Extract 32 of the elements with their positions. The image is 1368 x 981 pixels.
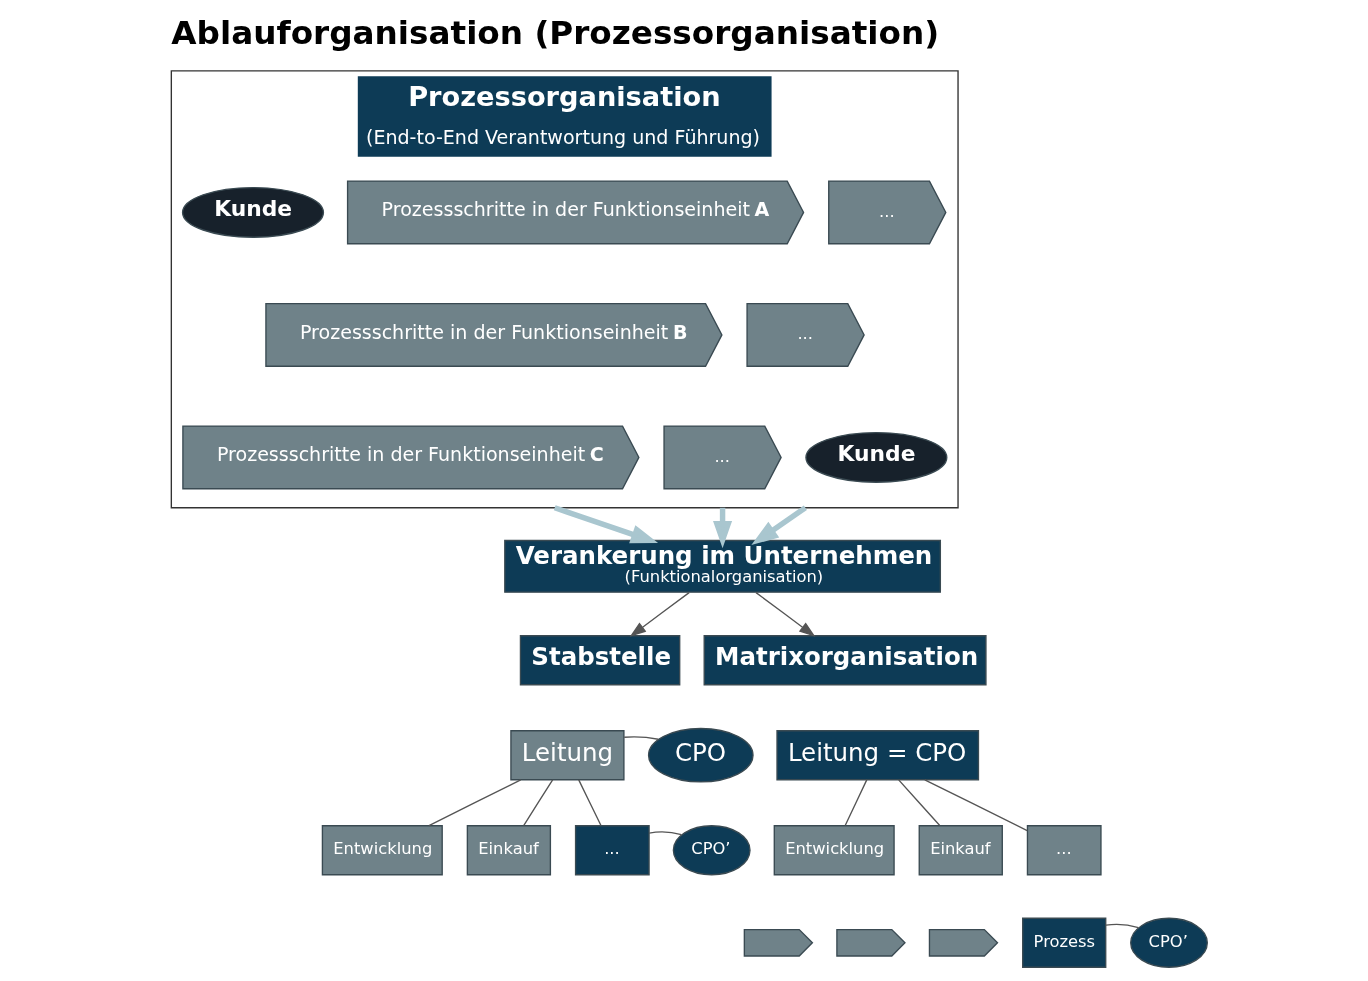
node-box: Matrixorganisation — [703, 635, 987, 686]
connector — [924, 779, 1028, 832]
node-ellipse: CPO — [647, 727, 754, 783]
connector — [623, 736, 659, 740]
node-ellipse: CPO’ — [1130, 917, 1208, 968]
node-box: ... — [1026, 825, 1102, 876]
connector — [523, 779, 554, 826]
node-ellipse: Kunde — [181, 186, 325, 238]
node-box: Einkauf — [918, 825, 1003, 876]
node-box: Verankerung im Unternehmen (Funktionalorganisation) — [504, 539, 942, 593]
node-box: Entwicklung — [773, 825, 895, 876]
node-box: Leitung — [510, 730, 625, 781]
node-box: Entwicklung — [321, 825, 443, 876]
connector — [428, 779, 522, 827]
node-chevron — [928, 928, 999, 957]
connector — [648, 831, 683, 836]
arrow — [755, 591, 816, 637]
diagram-title: Ablauforganisation (Prozessorganisation) — [171, 13, 940, 52]
connector — [578, 779, 602, 826]
node-box: Stabstelle — [519, 635, 681, 686]
arrow — [629, 591, 690, 637]
connector — [1105, 923, 1140, 929]
node-chevron — [836, 928, 906, 957]
node-ellipse: CPO’ — [672, 825, 751, 876]
node-box: Prozess — [1022, 917, 1107, 968]
node-box: Leitung = CPO — [776, 730, 980, 781]
node-chevron — [743, 928, 814, 957]
node-box: ... — [574, 825, 650, 876]
node-box: Einkauf — [466, 825, 552, 876]
connector — [844, 779, 868, 826]
connector — [898, 779, 941, 826]
node-ellipse: Kunde — [805, 431, 948, 483]
